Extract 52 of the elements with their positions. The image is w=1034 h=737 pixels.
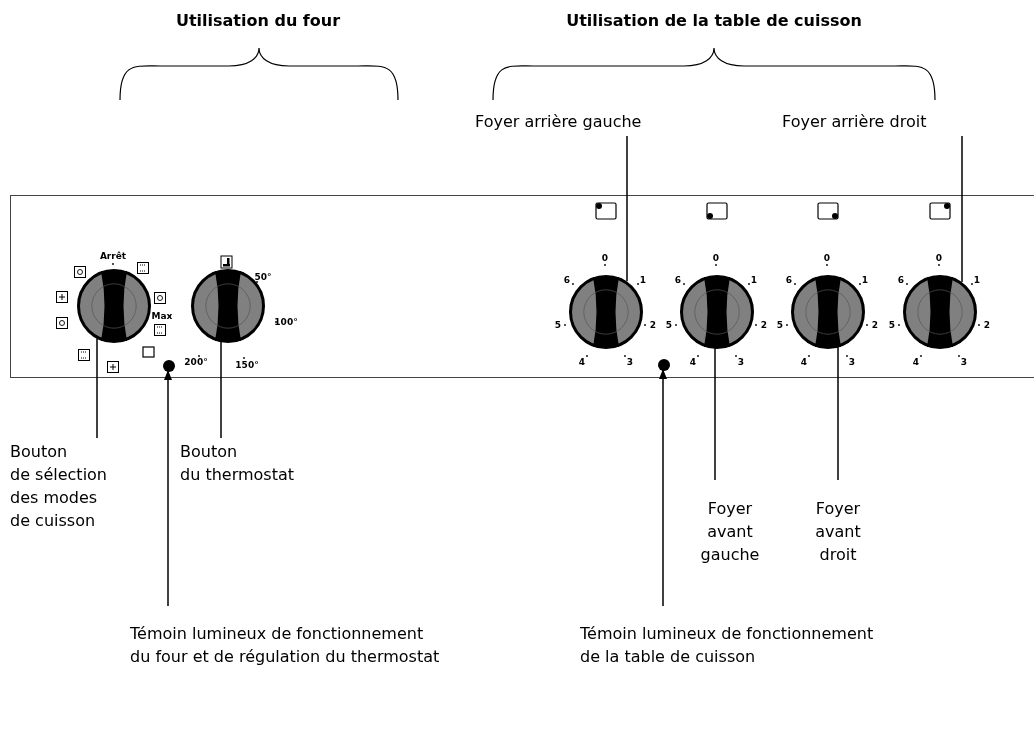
leader-line [837,345,839,481]
callout-text: Témoin lumineux de fonctionnement de la table de cuisson [580,622,874,668]
arrow [659,369,667,607]
callout-text: Foyer arrière droit [782,110,927,133]
dial-label: 0 [823,253,831,263]
control-knob [77,269,151,343]
dial-label: 5 [665,320,673,330]
dial-label: 3 [960,357,968,367]
dial-label: 4 [689,357,697,367]
leader-line [96,337,98,439]
dial-label: 1 [639,275,647,285]
leader-line [626,135,628,282]
control-panel [10,195,1034,378]
dial-label: 200° [184,357,208,367]
dial-label: 2 [983,320,991,330]
dial-label: 5 [776,320,784,330]
callout-text: Foyer avant gauche [696,497,764,566]
indicator-light [163,360,175,372]
callout-text: Bouton de sélection des modes de cuisson [10,440,107,532]
dial-label: 2 [760,320,768,330]
leader-line [714,347,716,481]
dial-label: 150° [235,360,259,370]
dial-label: 0 [935,253,943,263]
leader-line [220,340,222,439]
callout-text: Témoin lumineux de fonctionnement du four et de régulation du thermostat [130,622,440,668]
dial-label: 4 [578,357,586,367]
dial-label: 0 [601,253,609,263]
dial-label: Max [151,311,173,321]
dial-label: 100° [274,317,298,327]
dial-label: 3 [848,357,856,367]
callout-text: Bouton du thermostat [180,440,294,486]
dial-label: 1 [973,275,981,285]
indicator-light [658,359,670,371]
dial-label: 3 [626,357,634,367]
dial-label: 0 [712,253,720,263]
dial-label: 2 [649,320,657,330]
dial-label: 5 [554,320,562,330]
dial-label: 2 [871,320,879,330]
dial-label: 50° [254,272,272,282]
section-heading: Utilisation du four [175,10,341,30]
section-heading: Utilisation de la table de cuisson [566,10,862,30]
callout-text: Foyer avant droit [804,497,872,566]
dial-label: 1 [750,275,758,285]
callout-text: Foyer arrière gauche [475,110,642,133]
dial-label: 1 [861,275,869,285]
dial-label: 5 [888,320,896,330]
dial-label: 4 [912,357,920,367]
leader-line [961,135,963,283]
arrow [164,370,172,607]
dial-label: Arrêt [99,251,127,261]
dial-label: 3 [737,357,745,367]
dial-label: 4 [800,357,808,367]
